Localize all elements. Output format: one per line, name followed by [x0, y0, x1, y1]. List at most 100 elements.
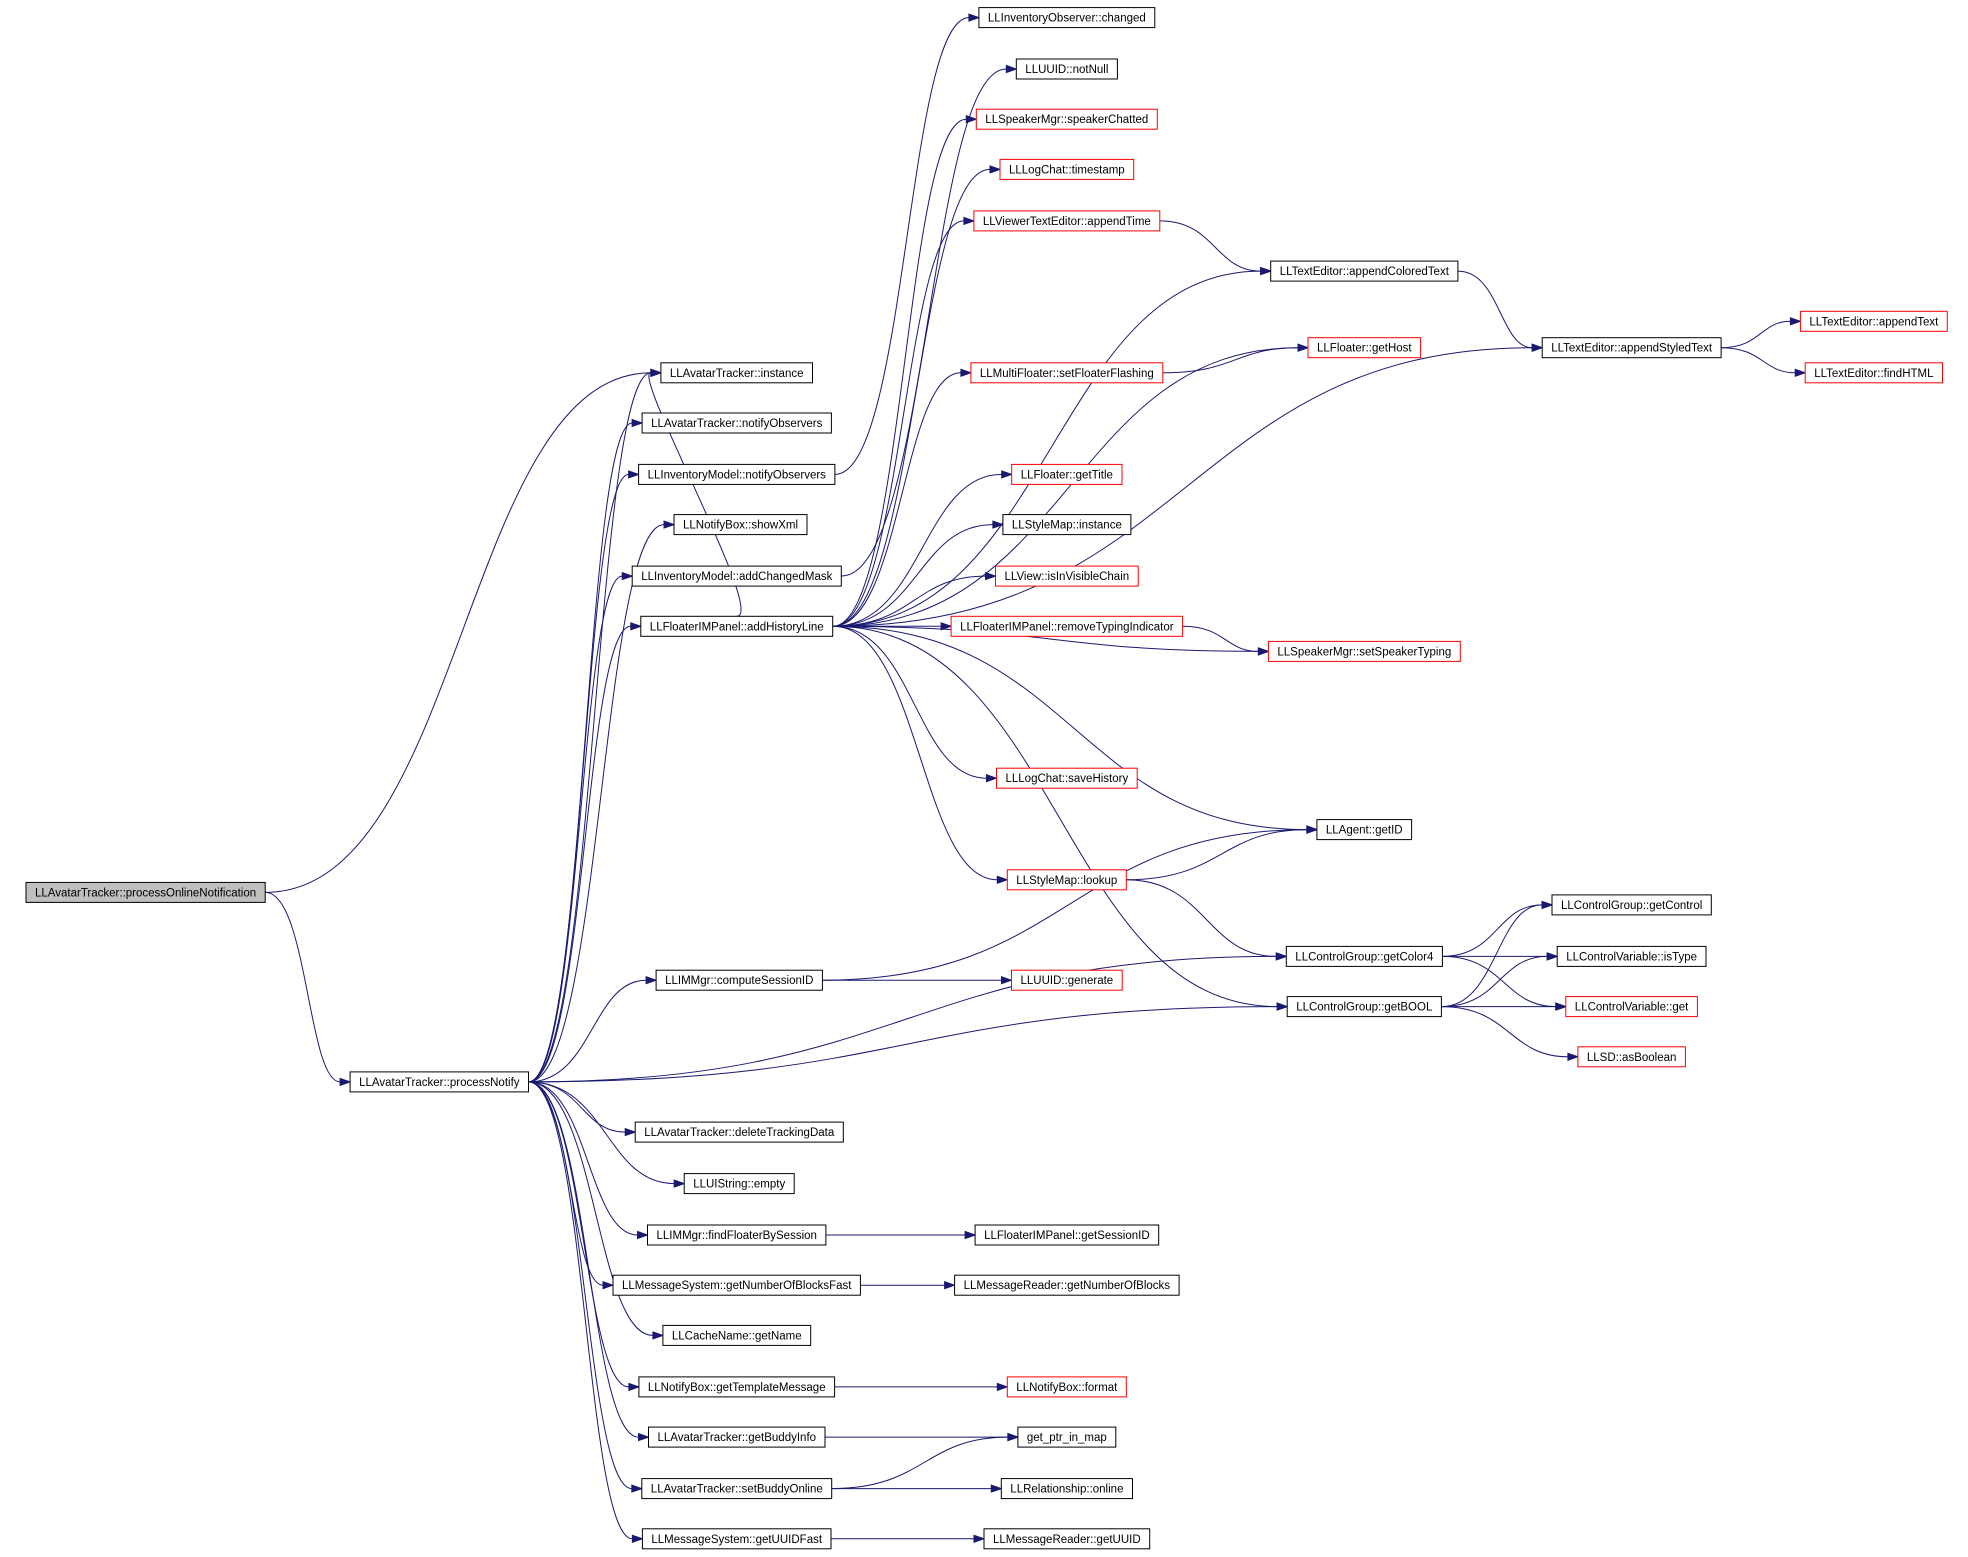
node-box	[1270, 260, 1459, 282]
node-uuid-generate[interactable]: LLUUID::generate	[1011, 969, 1123, 991]
node-append-styled-text[interactable]: LLTextEditor::appendStyledText	[1541, 337, 1722, 359]
node-get-number-of-blocks-fast[interactable]: LLMessageSystem::getNumberOfBlocksFast	[612, 1274, 861, 1296]
node-append-time[interactable]: LLViewerTextEditor::appendTime	[973, 210, 1161, 232]
node-cache-get-name[interactable]: LLCacheName::getName	[662, 1324, 812, 1346]
edge-line	[832, 347, 1299, 627]
node-label: LLStyleMap::lookup	[1016, 875, 1117, 887]
node-not-null[interactable]: LLUUID::notNull	[1015, 58, 1118, 80]
node-box	[683, 1173, 795, 1195]
edge-arrowhead	[1001, 975, 1014, 985]
node-save-history[interactable]: LLLogChat::saveHistory	[996, 767, 1138, 789]
edge-arrowhead	[986, 773, 999, 783]
edge-addChangedMask-to-notNull	[841, 64, 1018, 577]
edge-line	[528, 1081, 653, 1336]
node-box	[638, 463, 836, 485]
node-get-title[interactable]: LLFloater::getTitle	[1011, 463, 1123, 485]
node-is-type[interactable]: LLControlVariable::isType	[1556, 945, 1707, 967]
node-speaker-chatted[interactable]: LLSpeakerMgr::speakerChatted	[975, 108, 1158, 130]
node-get-color4[interactable]: LLControlGroup::getColor4	[1285, 945, 1443, 967]
node-find-h-t-m-l[interactable]: LLTextEditor::findHTML	[1804, 362, 1943, 384]
node-label: LLUUID::notNull	[1025, 64, 1108, 76]
node-box	[1267, 640, 1461, 662]
edge-root-to-processNotify	[265, 891, 352, 1087]
node-im-notify-observers[interactable]: LLInventoryModel::notifyObservers	[638, 463, 836, 485]
node-reader-get-u-u-i-d[interactable]: LLMessageReader::getUUID	[983, 1528, 1151, 1550]
node-append-colored-text[interactable]: LLTextEditor::appendColoredText	[1270, 260, 1459, 282]
node-box	[648, 1426, 826, 1448]
edge-line	[1182, 625, 1259, 652]
node-is-in-visible-chain[interactable]: LLView::isInVisibleChain	[995, 565, 1139, 587]
node-box	[638, 1376, 836, 1398]
edge-arrowhead	[1001, 470, 1014, 479]
node-box	[647, 1224, 827, 1246]
edge-line	[528, 524, 665, 1083]
node-get-session-i-d[interactable]: LLFloaterIMPanel::getSessionID	[974, 1224, 1160, 1246]
edge-arrowhead	[1276, 1002, 1289, 1011]
node-box	[1011, 463, 1123, 485]
edge-addHistoryLine-to-speakerChatted	[832, 114, 978, 627]
edge-styleLookup-to-agentGetID	[1126, 825, 1319, 881]
node-uistring-empty[interactable]: LLUIString::empty	[683, 1173, 795, 1195]
node-add-history-line[interactable]: LLFloaterIMPanel::addHistoryLine	[640, 615, 834, 637]
node-label: LLControlGroup::getControl	[1561, 900, 1702, 912]
node-box	[954, 1274, 1180, 1296]
edge-line	[832, 473, 1002, 627]
node-label: LLAvatarTracker::processNotify	[359, 1077, 520, 1089]
node-ctrl-var-get[interactable]: LLControlVariable::get	[1565, 996, 1698, 1018]
node-box	[25, 881, 266, 903]
node-get-u-u-i-d-fast[interactable]: LLMessageSystem::getUUIDFast	[641, 1528, 832, 1550]
node-label: LLView::isInVisibleChain	[1005, 571, 1130, 583]
node-get-number-of-blocks[interactable]: LLMessageReader::getNumberOfBlocks	[954, 1274, 1180, 1296]
edge-processNotify-to-showXml	[528, 520, 676, 1083]
node-label: LLAvatarTracker::instance	[670, 368, 804, 380]
edge-line	[528, 473, 629, 1083]
node-get-template-message[interactable]: LLNotifyBox::getTemplateMessage	[638, 1376, 836, 1398]
node-remove-typing-indicator[interactable]: LLFloaterIMPanel::removeTypingIndicator	[950, 615, 1184, 637]
node-compute-session-i-d[interactable]: LLIMMgr::computeSessionID	[655, 969, 823, 991]
edge-getBOOL-to-isType	[1441, 952, 1559, 1008]
node-get-control[interactable]: LLControlGroup::getControl	[1551, 894, 1712, 916]
node-box	[974, 1224, 1160, 1246]
edge-arrowhead	[996, 875, 1009, 885]
node-box	[973, 210, 1161, 232]
node-set-floater-flashing[interactable]: LLMultiFloater::setFloaterFlashing	[970, 362, 1164, 384]
node-as-boolean[interactable]: LLSD::asBoolean	[1577, 1046, 1686, 1068]
edge-getBOOL-to-asBoolean	[1441, 1006, 1580, 1062]
node-notify-format[interactable]: LLNotifyBox::format	[1006, 1376, 1127, 1398]
node-get-buddy-info[interactable]: LLAvatarTracker::getBuddyInfo	[648, 1426, 826, 1448]
node-style-lookup[interactable]: LLStyleMap::lookup	[1006, 869, 1127, 891]
node-root[interactable]: LLAvatarTracker::processOnlineNotificati…	[25, 881, 266, 903]
node-observer-changed[interactable]: LLInventoryObserver::changed	[978, 7, 1156, 29]
node-style-instance[interactable]: LLStyleMap::instance	[1002, 514, 1132, 536]
node-label: LLSpeakerMgr::setSpeakerTyping	[1277, 646, 1451, 658]
node-at-notify-observers[interactable]: LLAvatarTracker::notifyObservers	[641, 412, 832, 434]
node-delete-tracking-data[interactable]: LLAvatarTracker::deleteTrackingData	[634, 1121, 844, 1143]
node-get-b-o-o-l[interactable]: LLControlGroup::getBOOL	[1286, 996, 1442, 1018]
node-label: LLUUID::generate	[1021, 975, 1114, 987]
node-agent-get-i-d[interactable]: LLAgent::getID	[1316, 819, 1413, 841]
edge-arrowhead	[602, 1280, 615, 1290]
edge-line	[1721, 347, 1796, 374]
edge-removeTypingIndicator-to-setSpeakerTyping	[1182, 625, 1270, 656]
node-add-changed-mask[interactable]: LLInventoryModel::addChangedMask	[631, 565, 842, 587]
node-box	[1285, 945, 1443, 967]
node-append-text[interactable]: LLTextEditor::appendText	[1799, 310, 1948, 332]
node-get-ptr-in-map[interactable]: get_ptr_in_map	[1017, 1426, 1117, 1448]
node-log-timestamp[interactable]: LLLogChat::timestamp	[999, 158, 1135, 180]
node-floater-get-host[interactable]: LLFloater::getHost	[1307, 337, 1422, 359]
edge-processNotify-to-addHistoryLine	[528, 622, 643, 1083]
node-box	[996, 767, 1138, 789]
node-process-notify[interactable]: LLAvatarTracker::processNotify	[349, 1071, 529, 1093]
node-find-floater-by-session[interactable]: LLIMMgr::findFloaterBySession	[647, 1224, 827, 1246]
node-box	[1577, 1046, 1686, 1068]
node-at-instance[interactable]: LLAvatarTracker::instance	[660, 362, 814, 384]
edge-line	[831, 1436, 1008, 1490]
node-set-speaker-typing[interactable]: LLSpeakerMgr::setSpeakerTyping	[1267, 640, 1461, 662]
node-set-buddy-online[interactable]: LLAvatarTracker::setBuddyOnline	[641, 1478, 833, 1500]
edge-arrowhead	[963, 216, 976, 226]
edge-processNotify-to-getColor4	[528, 952, 1288, 1083]
node-rel-online[interactable]: LLRelationship::online	[1000, 1478, 1133, 1500]
edge-addHistoryLine-to-setFloaterFlashing	[832, 368, 973, 627]
node-show-xml[interactable]: LLNotifyBox::showXml	[673, 514, 808, 536]
node-label: LLMessageReader::getNumberOfBlocks	[964, 1280, 1171, 1292]
